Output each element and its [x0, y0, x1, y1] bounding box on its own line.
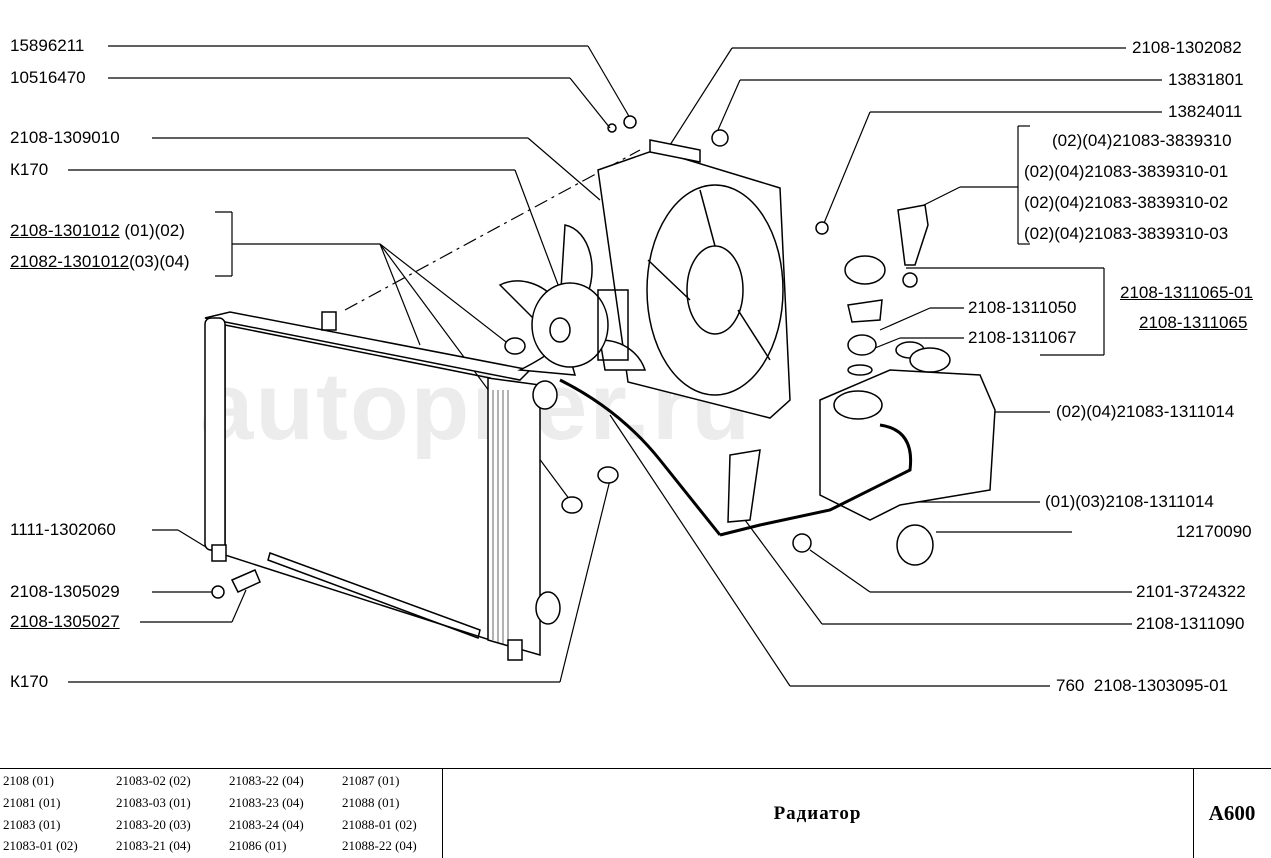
label-2108-1311065: 2108-1311065: [1139, 313, 1248, 332]
model-cell: 21083-21 (04): [116, 838, 191, 853]
model-cell: 2108 (01): [3, 773, 54, 788]
expansion-tank: [559, 341, 996, 537]
label-2108-1311067: 2108-1311067: [968, 328, 1077, 347]
label-2108-1302082: 2108-1302082: [1132, 38, 1242, 57]
label-13824011: 13824011: [1168, 102, 1243, 121]
label-21082-1301012-part: 21082-1301012: [10, 252, 130, 271]
label-21083-3839310-01: (02)(04)21083-3839310-01: [1024, 162, 1229, 181]
model-cell: 21083-22 (04): [229, 773, 304, 788]
label-2108-1311065-01: 2108-1311065-01: [1120, 283, 1253, 302]
label-2108-1301012-part: 2108-1301012: [10, 221, 120, 240]
model-cell: 21087 (01): [342, 773, 400, 788]
cooling-fan: [498, 224, 647, 376]
label-k170-bottom: К170: [10, 672, 49, 691]
label-21082-1301012-variant: (03)(04): [129, 252, 190, 271]
model-cell: 21083 (01): [3, 817, 61, 832]
label-2108-1305029: 2108-1305029: [10, 582, 120, 601]
model-cell: 21081 (01): [3, 795, 61, 810]
label-21083-3839310: (02)(04)21083-3839310: [1052, 131, 1232, 150]
footer-divider: [1193, 769, 1194, 858]
caps-and-fittings: [211, 204, 934, 599]
model-cell: 21088-01 (02): [342, 817, 417, 832]
label-2108-1305027: 2108-1305027: [10, 612, 120, 631]
model-cell: 21083-01 (02): [3, 838, 78, 853]
label-21082-1301012: 21082-1301012(03)(04): [10, 252, 190, 272]
label-12170090: 12170090: [1176, 522, 1252, 541]
model-cell: 21088-22 (04): [342, 838, 417, 853]
label-10516470: 10516470: [10, 68, 86, 87]
label-13831801: 13831801: [1168, 70, 1244, 89]
label-21083-3839310-02: (02)(04)21083-3839310-02: [1024, 193, 1229, 212]
label-21083-3839310-03: (02)(04)21083-3839310-03: [1024, 224, 1229, 243]
label-2108-1309010: 2108-1309010: [10, 128, 120, 147]
label-2108-1311090: 2108-1311090: [1136, 614, 1245, 633]
radiator: [204, 311, 561, 661]
fan-shroud: [597, 115, 791, 419]
footer-divider: [442, 769, 443, 858]
model-cell: 21083-23 (04): [229, 795, 304, 810]
label-2108-1301012-variant: (01)(02): [124, 221, 185, 240]
label-21083-1311014: (02)(04)21083-1311014: [1056, 402, 1235, 421]
title-block: 2108 (01) 21083-02 (02) 21083-22 (04) 21…: [0, 768, 1271, 858]
diagram-code: А600: [1208, 801, 1256, 825]
label-2108-1301012: 2108-1301012 (01)(02): [10, 221, 185, 241]
model-cell: 21083-03 (01): [116, 795, 191, 810]
label-2108-1303095-01: 760 2108-1303095-01: [1056, 676, 1229, 695]
model-cell: 21083-20 (03): [116, 817, 191, 832]
model-cell: 21083-02 (02): [116, 773, 191, 788]
radiator-assembly-drawing: [68, 45, 1162, 687]
model-cell: 21086 (01): [229, 838, 287, 853]
label-2108-1311014: (01)(03)2108-1311014: [1045, 492, 1214, 511]
diagram-title: Радиатор: [773, 803, 862, 824]
label-1111-1302060: 1111-1302060: [10, 520, 116, 539]
label-15896211: 15896211: [10, 36, 85, 55]
label-2108-1311050: 2108-1311050: [968, 298, 1077, 317]
model-cell: 21088 (01): [342, 795, 400, 810]
label-k170-top: К170: [10, 160, 49, 179]
label-2101-3724322: 2101-3724322: [1136, 582, 1246, 601]
model-cell: 21083-24 (04): [229, 817, 304, 832]
